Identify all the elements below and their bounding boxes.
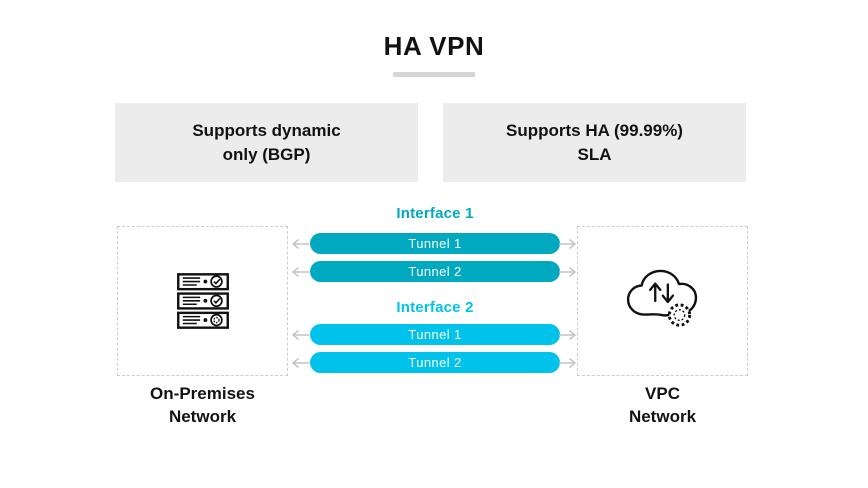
interface-1-tunnel-2: Tunnel 2 <box>310 261 560 282</box>
interface-1-label: Interface 1 <box>396 205 474 222</box>
interface-2-label: Interface 2 <box>396 299 474 316</box>
feature-text-line: SLA <box>577 144 612 164</box>
left-arrow-icon <box>290 238 309 250</box>
feature-text-line: Supports dynamic <box>192 120 341 140</box>
feature-text-line: only (BGP) <box>222 144 311 164</box>
feature-box-ha-sla: Supports HA (99.99%) SLA <box>443 103 746 182</box>
right-arrow-icon <box>559 329 578 341</box>
page-title: HA VPN <box>383 31 485 61</box>
vpc-label: VPC Network <box>577 382 748 428</box>
vpc-box <box>577 226 748 376</box>
right-arrow-icon <box>559 238 578 250</box>
title-underline <box>393 72 475 77</box>
left-arrow-icon <box>290 357 309 369</box>
on-premises-label-line1: On-Premises <box>150 384 255 403</box>
on-premises-label-line2: Network <box>168 407 237 426</box>
left-arrow-icon <box>290 266 309 278</box>
interface-2-tunnel-1: Tunnel 1 <box>310 324 560 345</box>
vpc-label-line2: Network <box>628 407 697 426</box>
interface-1-tunnel-1: Tunnel 1 <box>310 233 560 254</box>
vpc-label-line1: VPC <box>645 384 680 403</box>
server-stack-icon <box>176 272 229 330</box>
on-premises-label: On-Premises Network <box>117 382 288 428</box>
interface-2-tunnel-2: Tunnel 2 <box>310 352 560 373</box>
feature-text-line: Supports HA (99.99%) <box>506 120 683 140</box>
left-arrow-icon <box>290 329 309 341</box>
cloud-sync-icon <box>624 269 702 333</box>
feature-box-dynamic-bgp: Supports dynamic only (BGP) <box>115 103 418 182</box>
right-arrow-icon <box>559 266 578 278</box>
right-arrow-icon <box>559 357 578 369</box>
on-premises-box <box>117 226 288 376</box>
